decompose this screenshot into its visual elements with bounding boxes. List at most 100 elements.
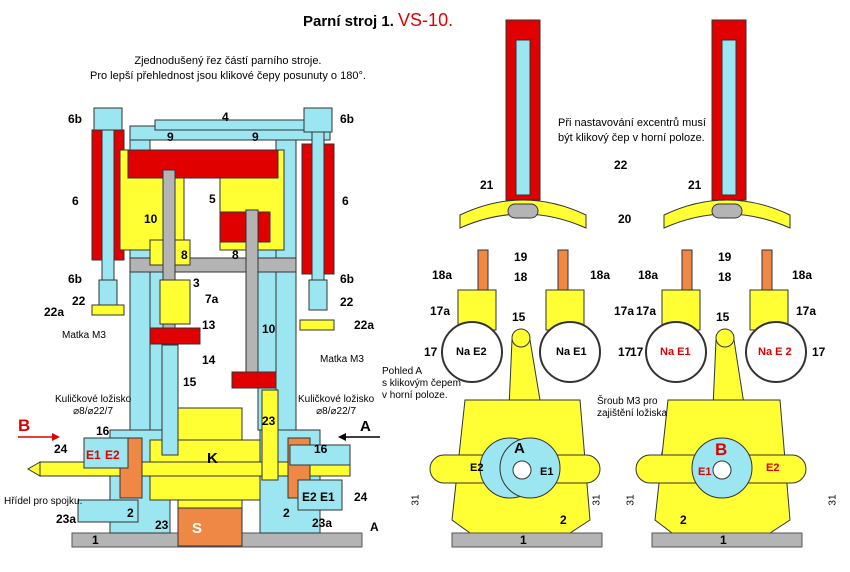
label-naE2b-red: Na E 2 [758,346,792,358]
label-K: K [207,450,218,467]
eccentric-ring-naE1-red [645,321,707,383]
valve-rod-22-right-core [721,39,737,196]
label-A-corner: A [370,520,379,534]
arrow-A-label: A [360,418,371,435]
part-6-right: 6 [342,194,349,208]
part-2-left: 2 [127,506,134,520]
part-23a-right: 23a [312,516,333,530]
crosshead-13 [149,327,201,345]
label-E1-right: E1 [320,490,335,504]
part-18a-r2: 18a [792,268,813,282]
part-8-left: 8 [181,248,188,262]
eccentric-left-E1E2 [83,437,129,469]
part-23-upper: 23 [262,414,276,428]
valve-rod-left [98,279,118,306]
label-S: S [192,520,203,537]
piston-rod-right [245,209,259,381]
part-15-left: 15 [183,375,197,389]
die-block-21-left [507,203,539,219]
part-17a-r1: 17a [636,304,657,318]
part-21-right: 21 [688,178,702,192]
label-E2-right: E2 [302,490,317,504]
screw-line2: zajištění ložiska [597,408,668,419]
nut-22a-left [91,304,125,316]
part-1-view-B: 1 [720,533,727,547]
part-22a-right: 22a [354,318,375,332]
part-22-left: 22 [72,294,86,308]
part-2-view-B: 2 [680,513,687,527]
screw-line1: Šroub M3 pro [597,396,658,407]
crosshead-10 [231,371,277,389]
part-18-left: 18 [514,270,528,284]
part-17-r1: 17 [630,345,644,359]
section-note: Zjednodušený řez částí parního stroje. P… [90,54,366,84]
part-18-right: 18 [718,270,732,284]
rod-18-left-b [557,249,569,291]
part-17a-l2: 17a [614,304,635,318]
flange-left [77,499,139,523]
part-15-view-B: 15 [716,310,730,324]
flange-right [289,444,351,466]
section-note-line1: Zjednodušený řez částí parního stroje. [134,55,322,67]
part-17a-r2: 17a [796,304,817,318]
shaft-hole-B [712,460,732,480]
part-14: 14 [202,353,216,367]
part-19-left: 19 [514,250,528,264]
part-22a-left: 22a [44,305,65,319]
rod-18-left-a [477,249,489,291]
eccentric-note-line2: být klikový čep v horní poloze. [558,132,705,144]
label-E1-left: E1 [86,448,101,462]
part-19-right: 19 [718,250,732,264]
view-a-line1: Pohled A [382,366,423,377]
part-6b-bl: 6b [68,272,83,286]
part-6b-br: 6b [340,272,355,286]
view-a-line2: s klikovým čepem [382,378,461,389]
part-18a-l1: 18a [432,268,453,282]
view-B-E2: E2 [766,462,780,474]
eccentric-ring-naE2 [441,321,503,383]
part-2-view-A: 2 [560,513,567,527]
dim-31-c: 31 [625,494,637,506]
nut-left-label: Matka M3 [62,330,106,341]
section-note-line2: Pro lepší přehlednost jsou klikové čepy … [90,70,366,82]
part-16-right: 16 [314,442,328,456]
conrod-15 [161,344,179,456]
counterweight-S [177,507,243,547]
part-6-left: 6 [72,194,79,208]
part-17-l1: 17 [424,345,438,359]
bearing-right-line1: Kuličkové ložisko [298,394,375,405]
part-7a: 7a [205,292,219,306]
nut-22a-right [299,319,335,331]
arrow-B-head [52,433,60,441]
arrow-A-head [338,433,346,441]
crank-pin-15-right [715,328,735,348]
guide-7a [159,279,191,325]
part-18a-r1: 18a [638,268,659,282]
part-17-l2: 17 [618,345,632,359]
part-18a-l2: 18a [590,268,611,282]
part-1-view-A: 1 [520,533,527,547]
screw-note: Šroub M3 pro zajištění ložiska [597,396,667,420]
part-24-right: 24 [354,490,368,504]
part-9-left: 9 [167,130,174,144]
part-23-lower: 23 [155,518,169,532]
part-10-upper: 10 [144,212,158,226]
part-2-right: 2 [283,506,290,520]
title-model: VS-10. [398,10,454,30]
eccentric-right-E2E1 [297,479,343,511]
eccentric-note-line1: Při nastavování excentrů musí [558,117,706,129]
cylinder-left-core [101,119,115,281]
rod-18-right-b [761,249,773,291]
dim-31-a: 31 [410,494,422,506]
base-plate-view-A [451,532,603,548]
part-1-left: 1 [92,533,99,547]
view-A-E2: E2 [470,462,484,474]
bearing-left-line2: ⌀8/⌀22/7 [73,406,113,417]
bearing-right-label: Kuličkové ložisko ⌀8/⌀22/7 [298,394,374,418]
view-a-note: Pohled A s klikovým čepem v horní poloze… [382,366,461,402]
part-24-left: 24 [54,442,68,456]
bearing-left-label: Kuličkové ložisko ⌀8/⌀22/7 [55,394,131,418]
rod-18-right-a [681,249,693,291]
title-prefix: Parní stroj 1. [303,13,394,30]
part-9-right: 9 [252,130,259,144]
